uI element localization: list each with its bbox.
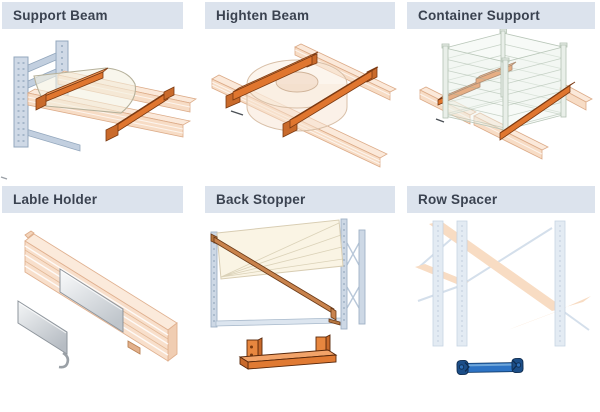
product-card-container-support[interactable]: Container Support <box>400 0 600 186</box>
long-support-angle <box>499 81 576 141</box>
coil-load <box>246 59 348 132</box>
highten-beams <box>225 51 379 138</box>
product-card-highten-beam[interactable]: Highten Beam <box>200 0 400 186</box>
back-stopper-drawing <box>210 218 366 370</box>
label-plate-attached <box>59 268 124 333</box>
product-card-lable-holder[interactable]: Lable Holder <box>0 186 200 412</box>
row-spacer-illustration <box>400 213 600 412</box>
card-title-back-stopper: Back Stopper <box>205 186 395 213</box>
product-card-back-stopper[interactable]: Back Stopper <box>200 186 400 412</box>
back-stopper-rail <box>210 233 341 326</box>
container-support-illustration <box>400 29 600 186</box>
glass-panel <box>33 67 136 114</box>
row-spacer-drawing <box>415 220 591 375</box>
highten-beam-illustration <box>200 29 400 186</box>
stray-mark <box>230 110 244 116</box>
row-spacer-part <box>456 358 524 375</box>
card-title-container-support: Container Support <box>407 2 595 29</box>
product-card-support-beam[interactable]: Support Beam <box>0 0 200 186</box>
product-card-row-spacer[interactable]: Row Spacer <box>400 186 600 412</box>
support-beam-drawing <box>0 40 198 180</box>
card-title-lable-holder: Lable Holder <box>2 186 183 213</box>
stray-mark <box>0 176 8 180</box>
support-beam-illustration <box>0 29 200 186</box>
stopper-bracket <box>238 334 338 370</box>
card-title-row-spacer: Row Spacer <box>407 186 595 213</box>
mesh-container-front <box>441 29 568 134</box>
highten-beam-drawing <box>211 43 397 168</box>
card-title-support-beam: Support Beam <box>2 2 183 29</box>
support-beams <box>35 67 175 142</box>
card-title-highten-beam: Highten Beam <box>205 2 395 29</box>
faded-rack-background <box>415 220 591 347</box>
back-stopper-illustration <box>200 213 400 412</box>
rack-frame <box>210 218 366 330</box>
label-plate-loose <box>17 300 70 369</box>
deck-panel <box>216 219 344 280</box>
container-support-drawing <box>419 29 593 160</box>
lable-holder-drawing <box>17 230 178 369</box>
lable-holder-illustration <box>0 213 200 412</box>
rack-upright-frame <box>13 40 81 152</box>
stray-mark <box>435 118 445 123</box>
